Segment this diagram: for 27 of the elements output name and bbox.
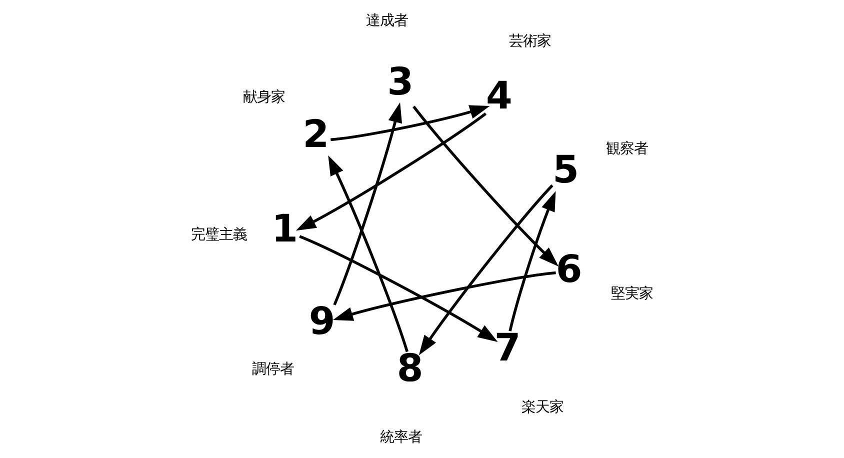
- node-text: 2: [302, 112, 329, 156]
- arrow: [328, 154, 408, 352]
- node-text: 9: [308, 298, 335, 343]
- node-label: 完璧主義: [190, 226, 246, 243]
- node-label: 芸術家: [508, 32, 551, 49]
- node-text: 1: [271, 206, 298, 250]
- node-label: 調停者: [252, 361, 294, 378]
- arrow: [298, 234, 498, 342]
- node-text: 8: [396, 346, 423, 390]
- node-label: 達成者: [365, 12, 408, 29]
- node-label: 観察者: [605, 140, 648, 157]
- arrow: [295, 112, 486, 230]
- arrow: [332, 270, 556, 320]
- arrow: [332, 102, 402, 305]
- node-label: 統率者: [379, 429, 422, 446]
- arrow: [412, 105, 558, 266]
- arrow: [418, 184, 553, 355]
- node-text: 7: [494, 325, 520, 370]
- node-label: 堅実家: [610, 285, 652, 302]
- node-text: 3: [386, 58, 414, 103]
- node-label: 献身家: [242, 89, 285, 106]
- arrow: [508, 190, 556, 331]
- arrow: [330, 104, 490, 141]
- node-text: 6: [555, 246, 582, 291]
- node-text: 4: [486, 72, 512, 117]
- node-text: 5: [552, 146, 578, 191]
- node-label: 楽天家: [520, 399, 563, 416]
